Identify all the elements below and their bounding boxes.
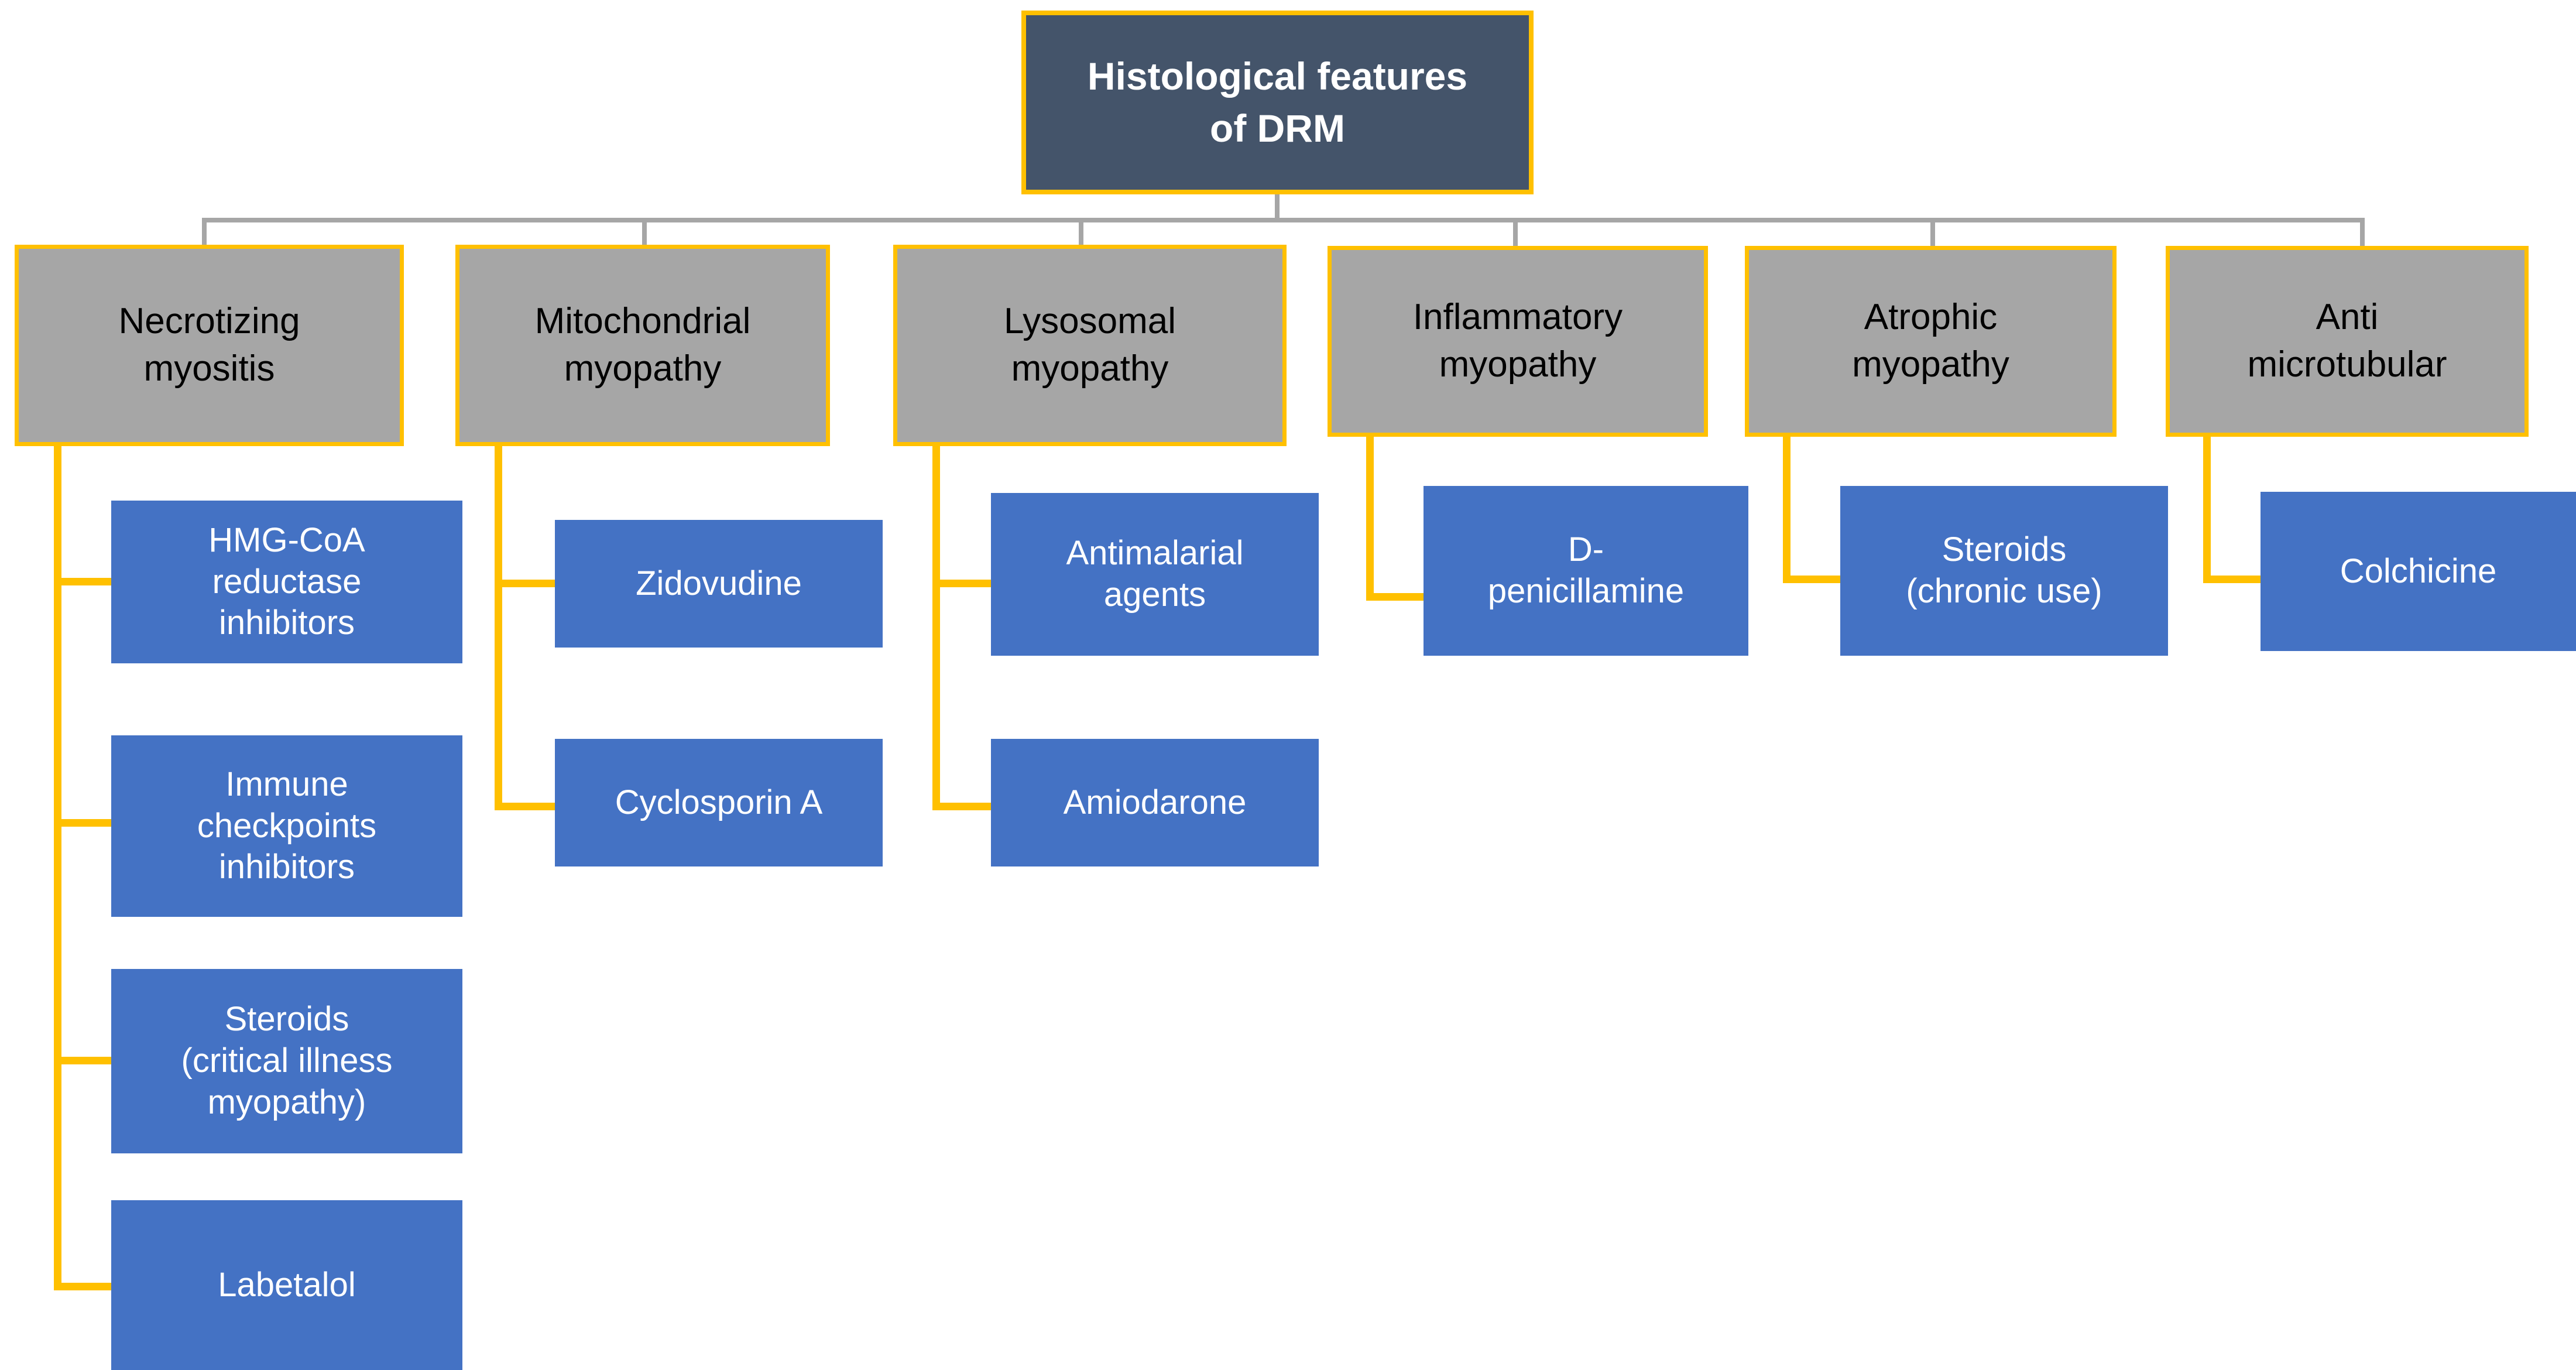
branch-4-vertical-connector (1366, 437, 1374, 601)
leaf-node-cyclosporin-a[interactable]: Cyclosporin A (555, 739, 883, 866)
leaf-node-labetalol[interactable]: Labetalol (111, 1200, 462, 1370)
branch-5-stub-connector-1 (1783, 576, 1841, 583)
leaf-node-steroids-chronic-use[interactable]: Steroids (chronic use) (1840, 486, 2168, 656)
branch-4-stub-connector-1 (1366, 593, 1425, 601)
root-horizontal-connector (202, 218, 2365, 222)
category-node-inflammatory-myopathy[interactable]: Inflammatory myopathy (1328, 246, 1708, 437)
category-drop-connector-2 (642, 218, 647, 246)
leaf-node-amiodarone[interactable]: Amiodarone (991, 739, 1319, 866)
branch-3-stub-connector-1 (932, 580, 992, 587)
leaf-node-d-penicillamine[interactable]: D- penicillamine (1424, 486, 1748, 656)
branch-3-vertical-connector (932, 446, 940, 810)
category-node-necrotizing-myositis[interactable]: Necrotizing myositis (15, 245, 404, 446)
leaf-node-immune-checkpoints-inhibitors[interactable]: Immune checkpoints inhibitors (111, 735, 462, 917)
leaf-node-steroids-critical-illness-myopathy[interactable]: Steroids (critical illness myopathy) (111, 969, 462, 1153)
branch-1-stub-connector-4 (54, 1283, 111, 1290)
category-node-atrophic-myopathy[interactable]: Atrophic myopathy (1745, 246, 2117, 437)
category-drop-connector-5 (1930, 218, 1935, 246)
category-node-lysosomal-myopathy[interactable]: Lysosomal myopathy (893, 245, 1287, 446)
category-node-mitochondrial-myopathy[interactable]: Mitochondrial myopathy (455, 245, 830, 446)
root-drop-connector (1275, 194, 1280, 221)
leaf-node-antimalarial-agents[interactable]: Antimalarial agents (991, 493, 1319, 656)
category-node-anti-microtubular[interactable]: Anti microtubular (2166, 246, 2529, 437)
leaf-node-hmg-coa-reductase-inhibitors[interactable]: HMG-CoA reductase inhibitors (111, 501, 462, 663)
root-node-histological-features[interactable]: Histological features of DRM (1021, 11, 1534, 194)
category-drop-connector-4 (1513, 218, 1518, 246)
category-drop-connector-6 (2360, 218, 2365, 246)
branch-2-stub-connector-2 (495, 803, 556, 810)
branch-1-stub-connector-3 (54, 1057, 111, 1064)
leaf-node-colchicine[interactable]: Colchicine (2261, 492, 2576, 651)
category-drop-connector-1 (202, 218, 207, 246)
branch-6-stub-connector-1 (2203, 576, 2262, 583)
branch-1-stub-connector-1 (54, 578, 111, 585)
branch-2-stub-connector-1 (495, 580, 556, 587)
branch-1-stub-connector-2 (54, 819, 111, 827)
branch-6-vertical-connector (2203, 437, 2211, 583)
category-drop-connector-3 (1079, 218, 1083, 246)
branch-5-vertical-connector (1783, 437, 1790, 583)
leaf-node-zidovudine[interactable]: Zidovudine (555, 520, 883, 648)
branch-3-stub-connector-2 (932, 803, 992, 810)
branch-1-vertical-connector (54, 446, 61, 1290)
branch-2-vertical-connector (495, 446, 502, 810)
